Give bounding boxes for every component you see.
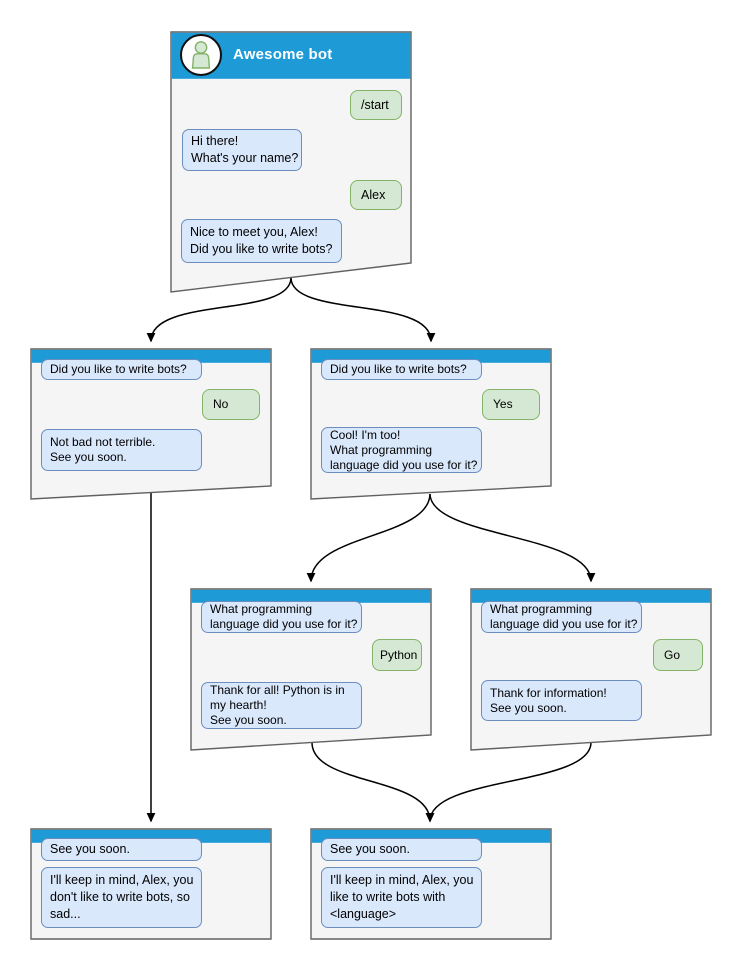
user-message-bubble: /start [350,90,402,120]
connector-python-to-end [311,741,435,823]
user-message-bubble: No [202,389,260,420]
go-window-header [471,589,711,603]
user-message-bubble: Yes [482,389,540,420]
bot-message-bubble: Thank for information! See you soon. [481,680,642,721]
bot-message-bubble: Did you like to write bots? [321,359,482,380]
connector-start-to-no [146,277,292,343]
connector-yes-to-go [429,493,596,583]
connectors [146,277,596,823]
user-message-bubble: Alex [350,180,402,210]
connector-go-to-end [425,741,592,823]
bot-message-bubble: Thank for all! Python is in my hearth! S… [201,682,362,729]
bot-message-bubble: I'll keep in mind, Alex, you don't like … [41,867,202,928]
bot-message-bubble: Cool! I'm too! What programming language… [321,427,482,473]
bot-title: Awesome bot [233,46,333,63]
user-message-bubble: Python [372,639,422,671]
bot-message-bubble: Hi there! What's your name? [182,129,302,171]
bot-message-bubble: What programming language did you use fo… [201,601,362,633]
connector-yes-to-python [306,493,431,583]
connector-start-to-yes [290,277,436,343]
bot-message-bubble: Did you like to write bots? [41,359,202,380]
bot-message-bubble: What programming language did you use fo… [481,601,642,633]
bot-message-bubble: I'll keep in mind, Alex, you like to wri… [321,867,482,928]
bot-message-bubble: See you soon. [321,838,482,861]
user-message-bubble: Go [653,639,703,671]
python-window-header [191,589,431,603]
bot-message-bubble: See you soon. [41,838,202,861]
bot-message-bubble: Nice to meet you, Alex! Did you like to … [181,219,342,263]
person-icon [191,41,211,69]
bot-message-bubble: Not bad not terrible. See you soon. [41,429,202,471]
